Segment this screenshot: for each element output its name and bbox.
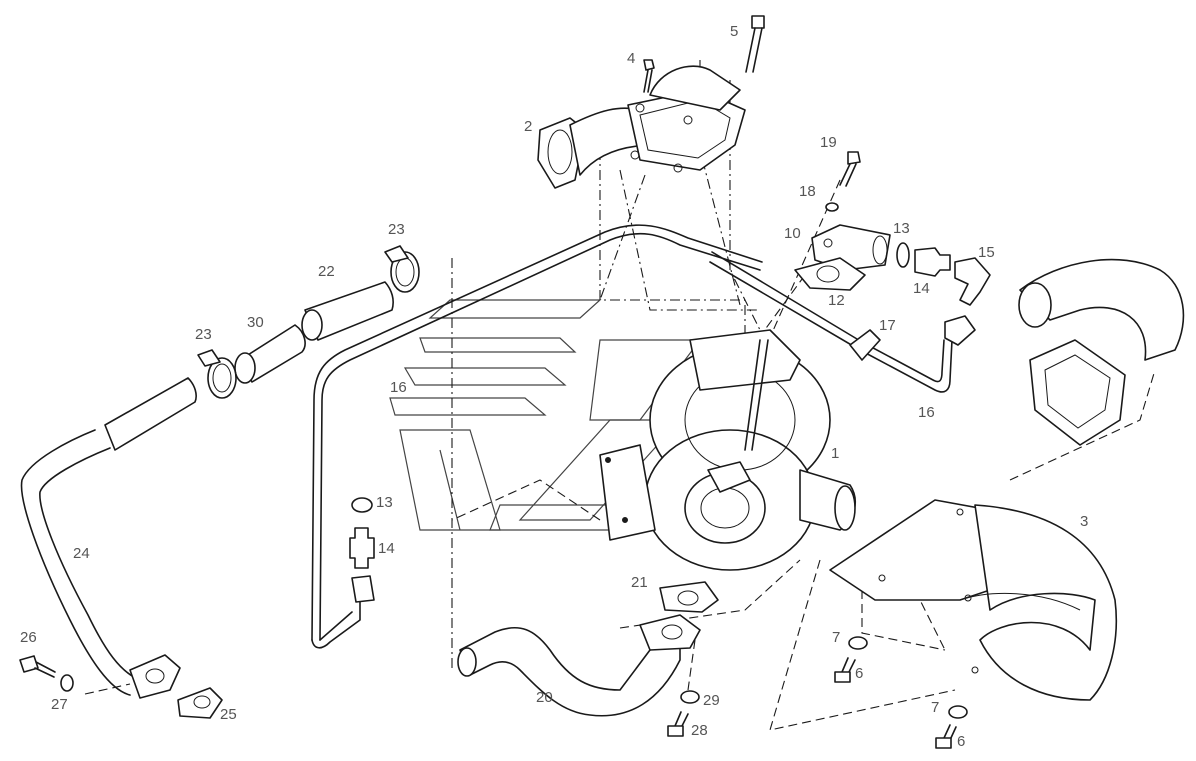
callout-30: 30 — [247, 314, 264, 331]
bolt-part-4 — [643, 59, 655, 93]
gasket-part-25 — [177, 687, 223, 719]
callout-26: 26 — [20, 629, 37, 646]
callout-16-left: 16 — [390, 379, 407, 396]
callout-17: 17 — [879, 317, 896, 334]
callout-13-mid: 13 — [376, 494, 393, 511]
washer-part-7-upper — [848, 636, 868, 650]
callout-27: 27 — [51, 696, 68, 713]
callout-23-left: 23 — [195, 326, 212, 343]
callout-1: 1 — [831, 445, 839, 462]
intake-elbow — [1018, 258, 1185, 446]
callout-labels: 1 2 3 4 5 6 6 7 7 10 12 13 13 14 14 15 1… — [20, 23, 1088, 750]
callout-4: 4 — [627, 50, 635, 67]
callout-20: 20 — [536, 689, 553, 706]
callout-22: 22 — [318, 263, 335, 280]
gasket-part-12 — [794, 257, 866, 291]
callout-29: 29 — [703, 692, 720, 709]
callout-10: 10 — [784, 225, 801, 242]
callout-5: 5 — [730, 23, 738, 40]
callout-14-mid: 14 — [378, 540, 395, 557]
callout-18: 18 — [799, 183, 816, 200]
callout-12: 12 — [828, 292, 845, 309]
clamp-part-23-top — [384, 245, 420, 293]
bolt-part-19 — [839, 151, 861, 187]
banjo-elbow-part-15 — [954, 257, 991, 306]
bolt-part-6-lower — [935, 724, 957, 749]
callout-3: 3 — [1080, 513, 1088, 530]
union-part-14-mid — [349, 527, 375, 603]
clamp-part-23-left — [197, 349, 237, 399]
washer-part-18 — [825, 202, 839, 212]
callout-28: 28 — [691, 722, 708, 739]
hose-part-22 — [301, 281, 394, 341]
callout-6-upper: 6 — [855, 665, 863, 682]
callout-23-top: 23 — [388, 221, 405, 238]
callout-6-lower: 6 — [957, 733, 965, 750]
oil-line-part-16-right — [709, 251, 976, 393]
callout-16-right: 16 — [918, 404, 935, 421]
callout-7-lower: 7 — [931, 699, 939, 716]
callout-15: 15 — [978, 244, 995, 261]
washer-part-13-top — [896, 242, 910, 268]
callout-2: 2 — [524, 118, 532, 135]
exhaust-pipe-part-20 — [457, 614, 701, 717]
callout-24: 24 — [73, 545, 90, 562]
washer-part-7-lower — [948, 705, 968, 719]
callout-13-top: 13 — [893, 220, 910, 237]
heat-shield-part-3 — [829, 499, 1118, 701]
exhaust-elbow-part-2 — [537, 65, 746, 189]
callout-19: 19 — [820, 134, 837, 151]
hose-part-30 — [234, 324, 306, 384]
washer-part-13-mid — [351, 497, 373, 513]
pipe-part-24 — [20, 377, 197, 699]
washer-part-27 — [60, 674, 74, 692]
callout-14-top: 14 — [913, 280, 930, 297]
turbocharger-part-1 — [599, 329, 856, 571]
bolt-part-28 — [667, 711, 689, 737]
oil-fitting-part-10 — [811, 224, 891, 271]
washer-part-29 — [680, 690, 700, 704]
callout-21: 21 — [631, 574, 648, 591]
callout-7-upper: 7 — [832, 629, 840, 646]
bolt-part-6-upper — [834, 657, 856, 683]
callout-25: 25 — [220, 706, 237, 723]
bolt-part-5 — [745, 15, 765, 73]
oil-line-part-16-left — [311, 224, 763, 649]
gasket-part-21 — [659, 581, 719, 613]
bolt-part-26 — [19, 655, 56, 678]
union-part-14-top — [914, 247, 951, 277]
